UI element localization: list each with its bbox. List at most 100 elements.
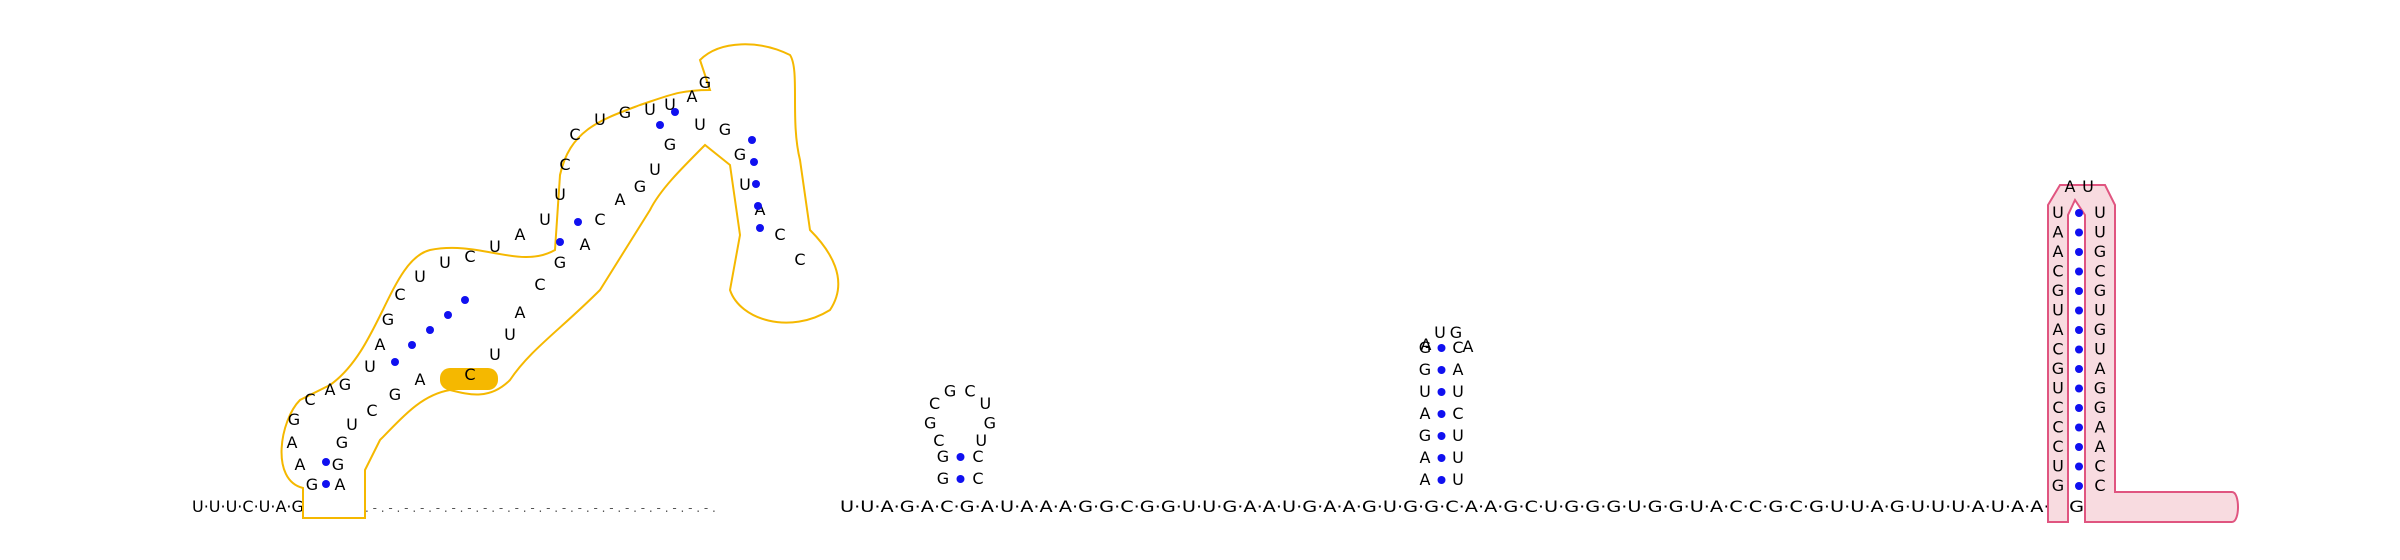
large-pair-dot bbox=[748, 136, 756, 144]
large-right-base: G bbox=[389, 385, 401, 404]
large-left-base: C bbox=[464, 247, 475, 266]
hp2-loop-base: G bbox=[1450, 323, 1462, 342]
large-left-base: C bbox=[304, 390, 315, 409]
large-pair-dot bbox=[656, 121, 664, 129]
hp1-loop-base: C bbox=[964, 382, 975, 401]
large-left-base: U bbox=[664, 95, 676, 114]
term-stem-left-base: C bbox=[2052, 418, 2063, 437]
term-loop-base: A bbox=[2065, 177, 2076, 196]
term-stem-right-base: C bbox=[2094, 476, 2105, 495]
large-left-base: U bbox=[439, 253, 451, 272]
hp1-stem-right-base: C bbox=[972, 469, 983, 488]
large-left-base: A bbox=[295, 455, 306, 474]
large-pair-dot bbox=[752, 180, 760, 188]
hp2-stem-right-base: C bbox=[1452, 404, 1463, 423]
large-right-base: G bbox=[719, 120, 731, 139]
term-pair-dot bbox=[2075, 287, 2083, 295]
term-pair-dot bbox=[2075, 326, 2083, 334]
hp1-stem-right-base: C bbox=[972, 447, 983, 466]
term-pair-dot bbox=[2075, 443, 2083, 451]
large-left-base: U bbox=[364, 357, 376, 376]
term-stem-right-base: G bbox=[2094, 242, 2106, 261]
term-stem-left-base: G bbox=[2052, 359, 2064, 378]
large-left-base: U bbox=[554, 185, 566, 204]
large-right-base: A bbox=[415, 370, 426, 389]
hp2-stem-left-base: G bbox=[1419, 426, 1431, 445]
hp2-stem-right-base: U bbox=[1452, 382, 1464, 401]
large-right-base: G bbox=[734, 145, 746, 164]
large-left-base: C bbox=[394, 285, 405, 304]
term-stem-right-base: C bbox=[2094, 262, 2105, 281]
large-right-base: C bbox=[464, 365, 475, 384]
large-left-base: A bbox=[375, 335, 386, 354]
large-right-base: C bbox=[366, 401, 377, 420]
linker-dots: . - . - . - . - . - . - . - . - . - . - … bbox=[365, 501, 716, 515]
term-stem-right-base: A bbox=[2095, 437, 2106, 456]
term-stem-right-base: A bbox=[2095, 418, 2106, 437]
term-pair-dot bbox=[2075, 384, 2083, 393]
term-stem-left-base: U bbox=[2052, 301, 2064, 320]
large-right-base: A bbox=[515, 303, 526, 322]
large-left-base: G bbox=[306, 475, 318, 494]
large-left-base: U bbox=[539, 210, 551, 229]
term-loop-base: U bbox=[2082, 177, 2094, 196]
term-stem-left-base: A bbox=[2053, 242, 2064, 261]
term-stem-right-base: G bbox=[2094, 281, 2106, 300]
large-right-base: A bbox=[335, 475, 346, 494]
large-right-base: G bbox=[554, 253, 566, 272]
hp1-loop-base: G bbox=[984, 413, 996, 432]
term-pair-dot bbox=[2075, 267, 2083, 276]
term-stem-left-base: U bbox=[2052, 379, 2064, 398]
hp2-loop-base: A bbox=[1421, 335, 1432, 354]
term-stem-right-base: C bbox=[2094, 457, 2105, 476]
hp1-loop-base: U bbox=[975, 431, 987, 450]
term-pair-dot bbox=[2075, 482, 2083, 490]
large-right-base: A bbox=[615, 190, 626, 209]
large-left-base: U bbox=[594, 110, 606, 129]
large-pair-dot bbox=[322, 458, 330, 466]
large-right-base: C bbox=[774, 225, 785, 244]
large-right-base: U bbox=[504, 325, 516, 344]
hp2-stem-left-base: G bbox=[1419, 338, 1431, 357]
hp1-pair-dot bbox=[956, 453, 965, 461]
term-stem-left-base: A bbox=[2053, 320, 2064, 339]
hp2-pair-dot bbox=[1437, 388, 1446, 396]
large-pair-dot bbox=[461, 296, 469, 304]
hp2-stem-right-base: U bbox=[1452, 448, 1464, 467]
hp2-stem-left-base: A bbox=[1420, 448, 1431, 467]
large-left-base: C bbox=[559, 155, 570, 174]
large-pair-dot bbox=[750, 158, 758, 166]
hp2-stem-left-base: A bbox=[1420, 404, 1431, 423]
hp1-loop-base: C bbox=[933, 431, 944, 450]
large-pair-dot bbox=[408, 341, 416, 349]
term-pair-dot bbox=[2075, 248, 2083, 256]
large-left-base: G bbox=[382, 310, 394, 329]
large-right-base: C bbox=[534, 275, 545, 294]
hp2-stem-left-base: G bbox=[1419, 360, 1431, 379]
term-stem-left-base: C bbox=[2052, 340, 2063, 359]
term-stem-right-base: U bbox=[2094, 203, 2106, 222]
hp2-loop-base: U bbox=[1434, 323, 1446, 342]
hp1-loop-base: U bbox=[980, 394, 992, 413]
large-pair-dot bbox=[574, 218, 582, 226]
large-pair-dot bbox=[426, 326, 434, 334]
hp2-stem-left-base: U bbox=[1419, 382, 1431, 401]
hp2-pair-dot bbox=[1437, 432, 1446, 440]
hp2-stem-right-base: C bbox=[1452, 338, 1463, 357]
main-backbone: U·U·A·G·A·C·G·A·U·A·A·A·G·G·C·G·G·U·U·G·… bbox=[840, 497, 2225, 516]
large-right-base: U bbox=[649, 160, 661, 179]
large-left-base: C bbox=[569, 125, 580, 144]
term-stem-right-base: G bbox=[2094, 398, 2106, 417]
large-left-base: A bbox=[515, 225, 526, 244]
large-pair-dot bbox=[671, 108, 679, 116]
hp2-pair-dot bbox=[1437, 476, 1446, 484]
hp2-pair-dot bbox=[1437, 366, 1446, 374]
term-stem-right-base: U bbox=[2094, 223, 2106, 242]
term-stem-left-base: U bbox=[2052, 457, 2064, 476]
hp1-loop-base: G bbox=[924, 413, 936, 432]
term-stem-left-base: U bbox=[2052, 203, 2064, 222]
large-pair-dot bbox=[444, 311, 452, 319]
large-right-base: C bbox=[594, 210, 605, 229]
term-stem-right-base: U bbox=[2094, 340, 2106, 359]
large-left-base: A bbox=[325, 380, 336, 399]
